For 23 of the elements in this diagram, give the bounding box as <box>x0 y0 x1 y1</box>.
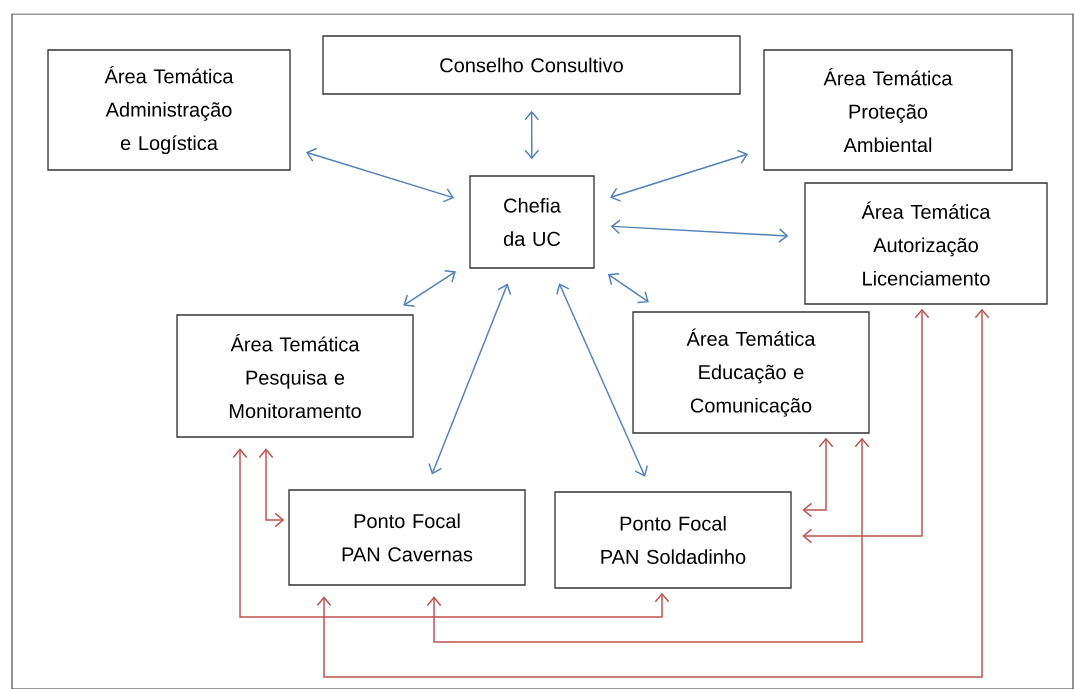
text-box: Área Temática Autorização Licenciamento <box>804 182 1048 305</box>
arrow <box>610 219 789 243</box>
text-box: Área Temática Administração e Logística <box>47 49 291 171</box>
arrow <box>426 437 870 643</box>
arrow <box>556 283 649 477</box>
text-box: Ponto Focal PAN Soldadinho <box>554 491 792 589</box>
arrow <box>609 149 749 202</box>
text-box: Área Temática Proteção Ambiental <box>763 49 1013 171</box>
arrow <box>258 448 285 528</box>
arrow <box>524 110 540 160</box>
text-box: Ponto Focal PAN Cavernas <box>288 489 526 586</box>
text-box: Chefia da UC <box>469 175 595 269</box>
arrow <box>607 273 649 304</box>
text-box: Área Temática Educação e Comunicação <box>632 311 870 434</box>
arrow <box>802 437 834 518</box>
arrow <box>305 147 455 203</box>
text-box: Conselho Consultivo <box>322 35 741 95</box>
arrow <box>232 448 670 618</box>
text-box: Área Temática Pesquisa e Monitoramento <box>176 314 414 438</box>
arrow <box>428 283 512 475</box>
arrow <box>403 270 456 307</box>
arrow <box>316 308 990 678</box>
arrow <box>802 308 930 544</box>
